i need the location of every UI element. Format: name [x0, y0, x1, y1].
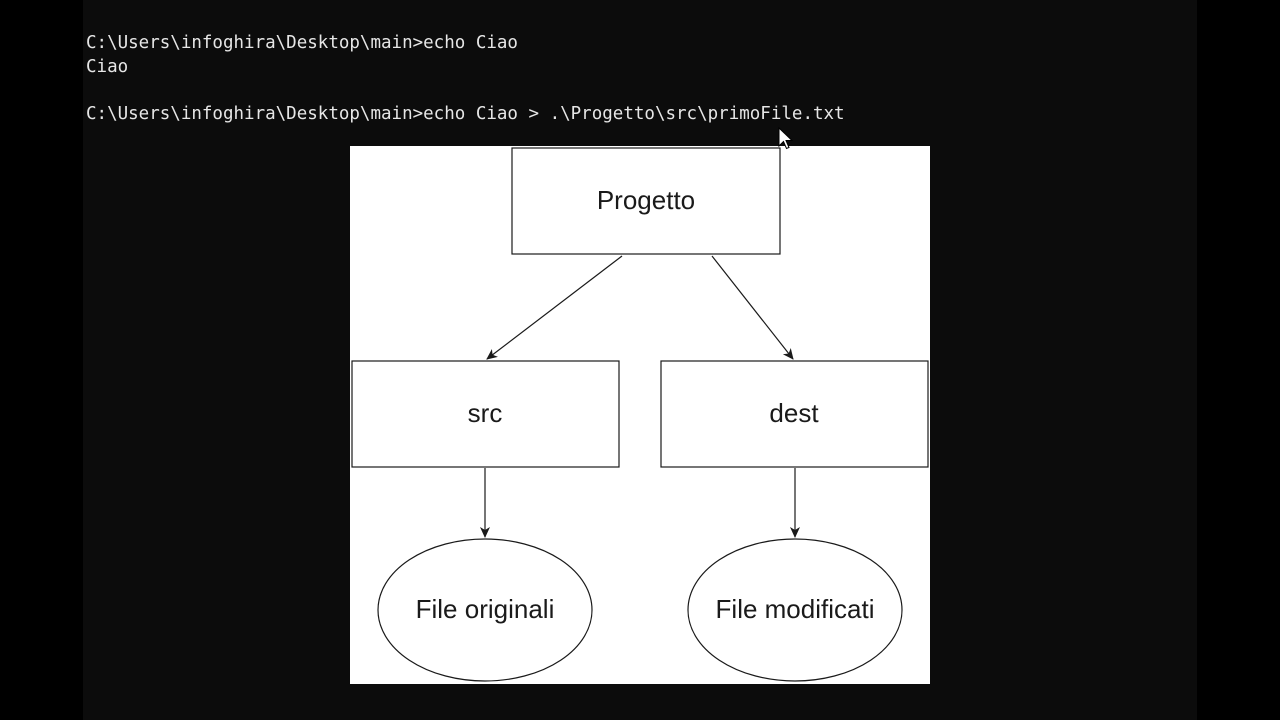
node-dest-label: dest	[769, 398, 819, 428]
terminal-line-command-1: C:\Users\infoghira\Desktop\main>echo Cia…	[86, 33, 518, 53]
edge-progetto-to-src	[486, 255, 623, 360]
node-progetto-label: Progetto	[597, 185, 695, 215]
node-file-originali-label: File originali	[416, 594, 555, 624]
node-file-modificati: File modificati	[687, 538, 903, 682]
node-progetto: Progetto	[511, 147, 781, 255]
node-file-originali: File originali	[377, 538, 593, 682]
terminal-line-command-2: C:\Users\infoghira\Desktop\main>echo Cia…	[86, 104, 845, 124]
edge-progetto-to-dest	[711, 255, 794, 360]
node-dest: dest	[660, 360, 929, 468]
diagram-canvas: Progetto src dest File originali File mo…	[351, 147, 929, 682]
folder-structure-diagram: Progetto src dest File originali File mo…	[350, 146, 930, 684]
node-src-label: src	[468, 398, 503, 428]
terminal-line-output-1: Ciao	[86, 57, 129, 77]
mouse-pointer-icon	[778, 127, 794, 150]
node-file-modificati-label: File modificati	[716, 594, 875, 624]
node-src: src	[351, 360, 620, 468]
